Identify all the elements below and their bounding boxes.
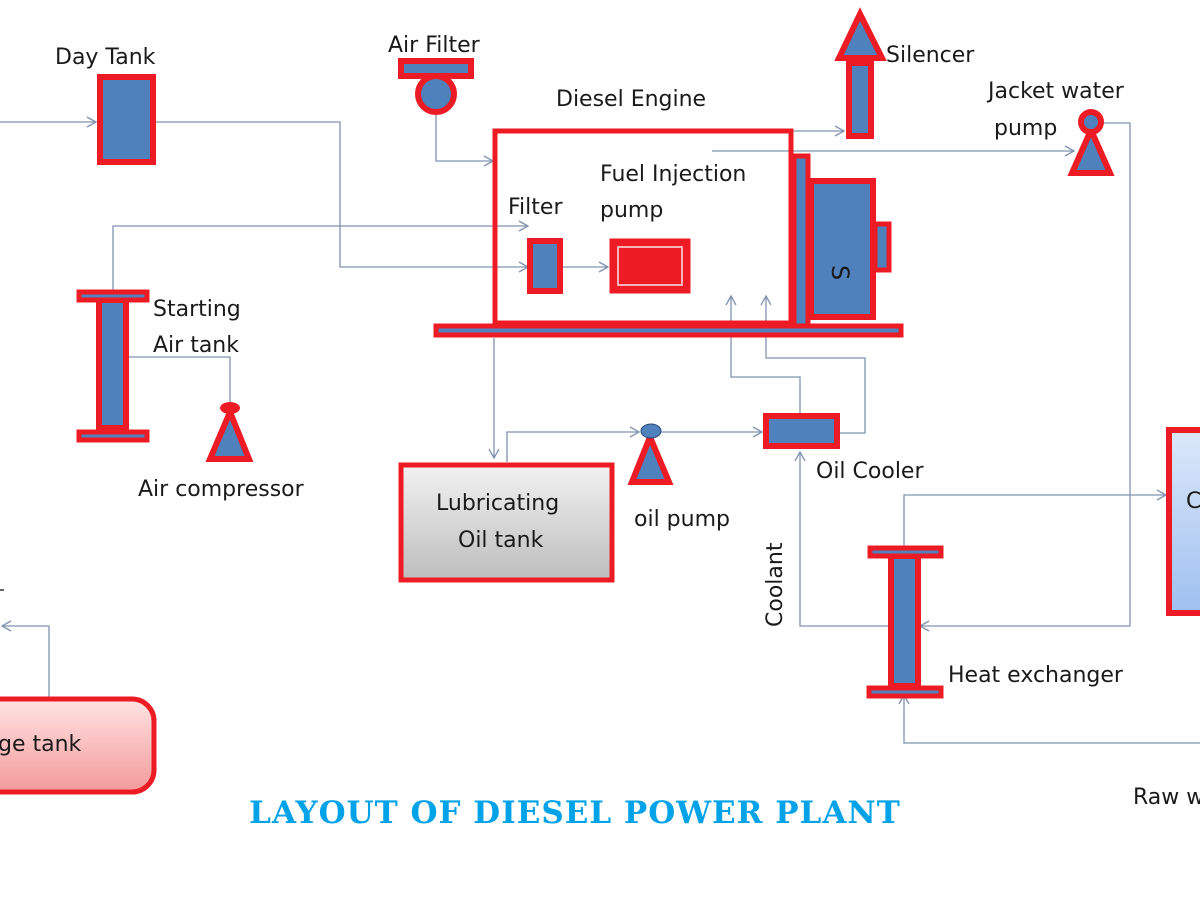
label-generator-s: S [826, 265, 854, 281]
lubricating-oil-tank-shape [398, 462, 615, 583]
label-fuel-injection-pump: pump [600, 198, 664, 223]
line-day-tank-to-filter [155, 121, 530, 273]
fuel-pump-inner-highlight [617, 246, 683, 286]
fuel-injection-pump-shape [609, 238, 691, 294]
label-day-tank: Day Tank [55, 45, 156, 70]
silencer-shape [834, 7, 887, 139]
line-raw-water-to-heat-exchanger [898, 693, 1200, 744]
generator-shape [808, 178, 876, 320]
oil-pump-shape [627, 423, 674, 485]
line-heat-exchanger-to-cooling-tower [903, 489, 1168, 548]
label-starting: Starting [153, 297, 241, 322]
line-storage-tank-out [0, 620, 50, 697]
heat-exchanger-shape [866, 545, 944, 699]
starting-air-tank-shape [76, 289, 150, 443]
label-diesel-engine: Diesel Engine [556, 87, 707, 112]
label-raw-water: Raw w [1133, 785, 1200, 810]
label-cooling-tower: C [1186, 489, 1200, 514]
cooling-tower-shape [1166, 427, 1200, 616]
fuel-filter-shape [527, 238, 563, 294]
label-oil-tank: Oil tank [458, 528, 544, 553]
line-jacket-pump-to-heat-exchanger [918, 122, 1131, 632]
label-jacket-pump: pump [994, 116, 1058, 141]
oil-cooler-shape [763, 413, 840, 449]
engine-base [433, 323, 904, 338]
label-coolant: Coolant [763, 542, 788, 627]
line-air-tank-to-engine [112, 220, 530, 292]
air-filter-shape [398, 58, 474, 115]
day-tank-shape [97, 74, 156, 165]
label-heat-exchanger: Heat exchanger [948, 663, 1123, 688]
label-oil-pump: oil pump [634, 507, 730, 532]
label-fuel-injection: Fuel Injection [600, 162, 747, 187]
jacket-water-pump-shape [1067, 109, 1115, 176]
line-air-tank-to-compressor [125, 356, 231, 402]
diesel-engine-shape [492, 128, 794, 326]
line-coolant-to-oil-cooler [794, 450, 900, 627]
label-oil-cooler: Oil Cooler [816, 459, 924, 484]
diagram-title: LAYOUT OF DIESEL POWER PLANT [249, 795, 901, 831]
fuel-storage-tank-shape [0, 696, 157, 795]
line-lube-tank-to-oil-pump [506, 426, 641, 462]
label-jacket-water: Jacket water [988, 79, 1124, 104]
engine-shaft [791, 153, 811, 329]
label-air-filter: Air Filter [388, 33, 480, 58]
label-filter: Filter [508, 195, 563, 220]
label-silencer: Silencer [886, 43, 975, 68]
label-storage-tank: ge tank [0, 732, 82, 757]
air-compressor-shape [205, 402, 254, 462]
label-lubricating: Lubricating [436, 491, 560, 516]
label-air-tank: Air tank [153, 333, 239, 358]
label-air-compressor: Air compressor [138, 477, 304, 502]
line-air-filter-to-engine [435, 112, 495, 167]
generator-exciter [872, 221, 892, 273]
